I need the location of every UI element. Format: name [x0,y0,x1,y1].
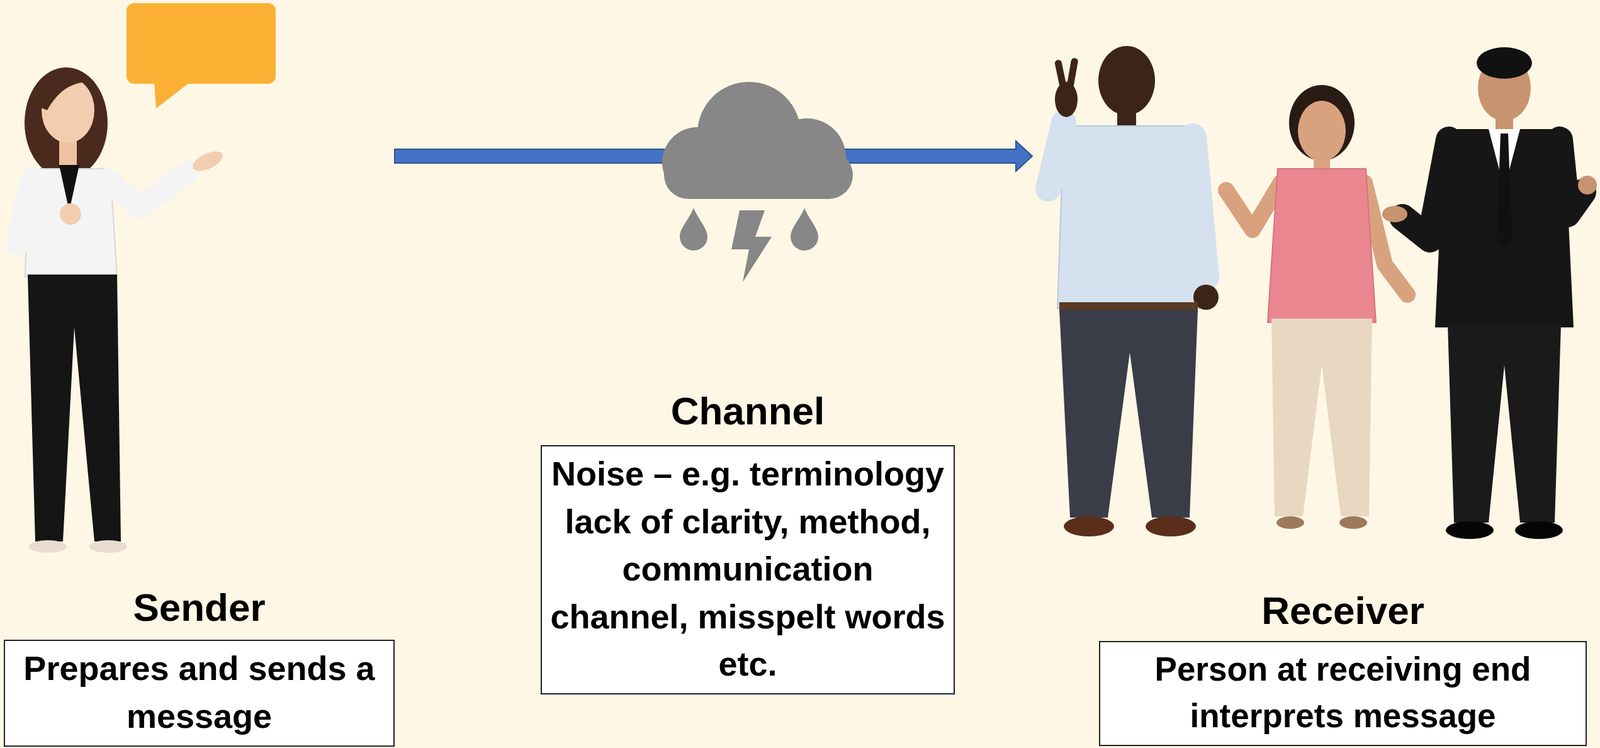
receiver-figure-part [1515,521,1563,539]
receiver-figure [1382,47,1597,539]
receiver-figure-part [1276,516,1305,529]
box-text: Person at receiving end interprets messa… [1107,645,1578,739]
sender-figure [18,67,226,553]
sender-figure-part [18,179,62,243]
receiver-figure-part [1267,168,1376,323]
receiver-figure-part [1445,521,1494,539]
sender-figure-part [89,540,128,553]
process-node: ReceiverPerson at receiving end interpre… [1032,0,1596,748]
sender-figure-part [27,274,121,542]
receiver-figure-part [1382,205,1408,223]
heading-slot: Sender [3,584,395,631]
receiver-figure-part [1496,133,1512,250]
box-text: Prepares and sends a message [12,644,386,740]
receiver-figure-part [1047,122,1072,189]
receiver-figure-part [1059,302,1198,311]
receiver-figure-part [1098,45,1155,116]
receiver-figure-part [1063,516,1115,537]
noise-cloud-part [790,207,819,251]
node-heading: Sender [132,584,265,631]
sender-figure-part [59,203,82,225]
receiver-figure-part [1271,318,1373,517]
receiver-figure-part [1054,59,1068,92]
sender-figure-part [39,71,95,111]
sender-figure-part [24,67,108,179]
speech-bubble-part [126,3,276,84]
receiver-figure-part [1057,125,1200,309]
node-heading: Channel [670,387,826,435]
speech-bubble-part [154,83,189,109]
noise-cloud-part [731,210,772,282]
text-box: Person at receiving end interprets messa… [1098,640,1587,746]
receiver-figure [1226,84,1408,529]
speech-bubble [126,3,276,109]
noise-cloud-part [679,207,708,251]
receiver-figure-part [1226,182,1281,230]
receiver-figure-part [1435,129,1574,328]
sender-figure-part [59,139,77,165]
node-heading: Receiver [1261,587,1425,634]
receiver-figure [1047,45,1219,537]
sender-figure-part [107,171,189,208]
receiver-figure-part [1289,84,1355,161]
receiver-figure-part [1297,100,1346,162]
text-box: Prepares and sends a message [3,639,395,747]
receiver-figure-part [1447,324,1561,523]
sender-figure-part [189,147,226,175]
sender-figure-part [28,540,67,553]
receiver-figure-part [1577,175,1597,195]
text-box: Noise – e.g. terminology lack of clarity… [540,445,955,695]
receiver-figure-part [1059,309,1198,518]
heading-slot: Receiver [1098,587,1587,634]
receiver-figure-part [1066,57,1079,92]
receiver-figure-part [1339,516,1368,529]
process-node: SenderPrepares and sends a message [3,0,395,748]
heading-slot: Channel [540,387,955,435]
receiver-figure-part [1145,516,1196,537]
process-node: ChannelNoise – e.g. terminology lack of … [540,377,955,748]
receiver-figure-part [1476,47,1533,79]
noise-cloud-part [664,151,853,199]
receiver-figure-part [1192,137,1206,277]
noise-cloud [662,81,853,282]
box-text: Noise – e.g. terminology lack of clarity… [549,450,947,688]
